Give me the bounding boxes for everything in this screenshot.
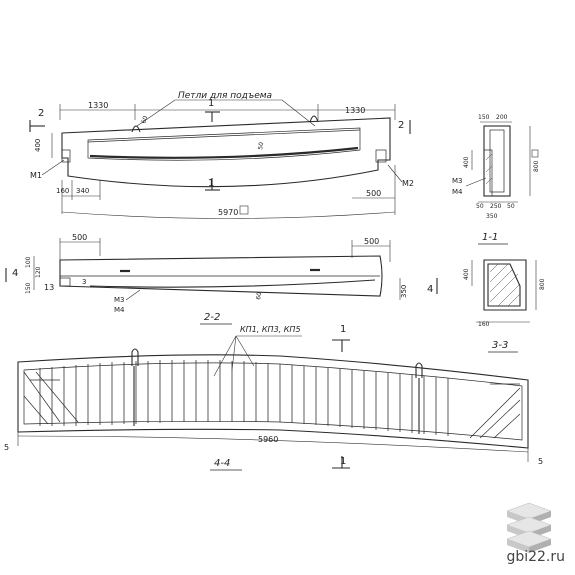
v4-cut-1-top: 1 <box>340 324 346 335</box>
v2-120: 120 <box>35 266 42 278</box>
dim-160-bottom: 160 <box>56 187 69 195</box>
m1-label: М1 <box>30 171 42 180</box>
v4-5-left: 5 <box>4 443 9 452</box>
watermark-site: gbi22.ru <box>506 549 565 565</box>
kp-callout: КП1, КП3, КП5 <box>240 325 301 334</box>
section-1-1: 150 200 400 800 М3 М4 50 250 50 350 1-1 <box>452 114 540 245</box>
sec11-200: 200 <box>496 114 508 121</box>
dim-5970: 5970 <box>218 208 238 217</box>
stacked-slabs-logo <box>506 502 552 553</box>
v2-m4: М4 <box>114 306 125 314</box>
section-3-3: 400 800 160 3-3 <box>463 259 546 353</box>
cut-2-right: 2 <box>398 120 404 131</box>
sec33-160: 160 <box>478 321 490 328</box>
v2-350: 350 <box>400 285 408 298</box>
sec11-50a: 50 <box>476 203 484 210</box>
stirrups <box>39 360 449 436</box>
v2-100: 100 <box>25 256 32 268</box>
v2-3: 3 <box>82 278 86 286</box>
sec44-title: 4-4 <box>214 458 230 469</box>
sec22-title: 2-2 <box>204 312 220 323</box>
sec11-title: 1-1 <box>482 232 498 243</box>
sec11-250: 250 <box>490 203 502 210</box>
v2-4-right: 4 <box>427 284 433 295</box>
dim-50-middle: 50 <box>257 141 265 150</box>
dim-500-right: 500 <box>366 189 381 198</box>
beam-elevation-view: 1330 1330 Петли для подъема 60 50 1 1 2 … <box>29 91 414 219</box>
dim-340: 340 <box>76 187 89 195</box>
beam-plan-2-2: 500 500 3 13 100 120 150 4 4 М3 М4 60 35… <box>5 233 438 325</box>
dim-1330-right: 1330 <box>345 106 365 115</box>
v2-m3: М3 <box>114 296 125 304</box>
v2-500-right: 500 <box>364 237 379 246</box>
cut-1-bottom: 1 <box>208 178 214 189</box>
dim-400-left: 400 <box>34 139 42 152</box>
cut-2-left: 2 <box>38 108 44 119</box>
v2-13: 13 <box>44 283 54 292</box>
dim-1330-left: 1330 <box>88 101 108 110</box>
v4-cut-1-bot: 1 <box>340 456 346 467</box>
sec11-m3: М3 <box>452 177 463 185</box>
sec11-800: 800 <box>533 160 540 172</box>
cut-1-top: 1 <box>208 98 214 109</box>
v4-5960: 5960 <box>258 435 278 444</box>
v4-5-right: 5 <box>538 457 543 466</box>
sec11-400: 400 <box>463 156 470 168</box>
sec11-350: 350 <box>486 213 498 220</box>
v2-4-left: 4 <box>12 268 18 279</box>
sec33-400: 400 <box>463 268 470 280</box>
v2-150: 150 <box>25 282 32 294</box>
sec11-m4: М4 <box>452 188 463 196</box>
sec33-800: 800 <box>539 278 546 290</box>
sec33-title: 3-3 <box>492 340 508 351</box>
v2-500-left: 500 <box>72 233 87 242</box>
loop-dim-60: 60 <box>140 115 149 125</box>
reinforcement-cage-4-4: КП1, КП3, КП5 1 <box>4 324 543 471</box>
v2-60: 60 <box>255 291 263 300</box>
sec11-150: 150 <box>478 114 490 121</box>
m2-label: М2 <box>402 179 414 188</box>
sec11-50b: 50 <box>507 203 515 210</box>
lifting-loops-label: Петли для подъема <box>178 91 272 101</box>
